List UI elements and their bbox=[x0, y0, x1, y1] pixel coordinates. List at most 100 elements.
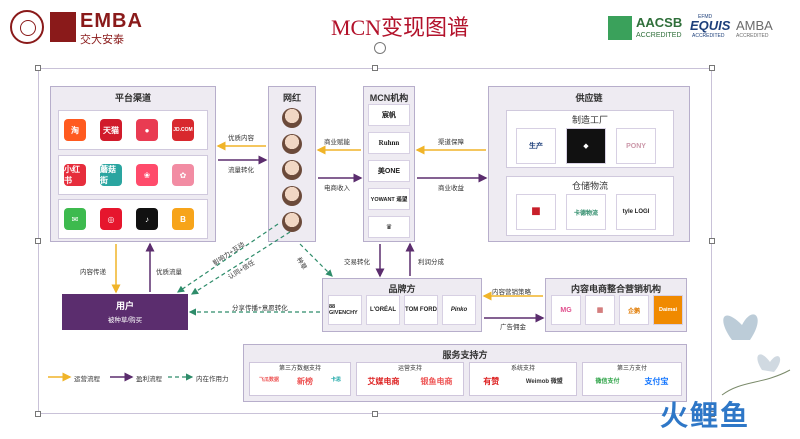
arrow-seeding bbox=[299, 243, 333, 277]
platform-app-icon: ♪ bbox=[136, 208, 158, 230]
legend-profit-label: 盈利流程 bbox=[136, 376, 162, 383]
service-card-pay-title: 第三方支付 bbox=[616, 366, 647, 372]
ecommerce-logo-1: MG bbox=[551, 295, 581, 325]
mcn-brand-2: Ruhnn bbox=[368, 132, 410, 154]
emba-logo-sub: 交大安泰 bbox=[80, 34, 124, 46]
logo-kasi: 卡思 bbox=[330, 377, 341, 383]
logo-aimei: 艾媒电商 bbox=[367, 377, 400, 386]
logo-feigua: 飞瓜数据 bbox=[258, 377, 279, 383]
platform-title: 平台渠道 bbox=[114, 93, 151, 103]
logistics-logo-3: tyle LOGI bbox=[616, 194, 656, 230]
label-quality-content: 优质内容 bbox=[228, 135, 254, 142]
logo-wechat-pay: 微信支付 bbox=[595, 379, 620, 385]
logo-yinyu: 银鱼电商 bbox=[420, 377, 453, 386]
platform-app-icon: JD.COM bbox=[172, 119, 194, 141]
logo-xinbang: 新榜 bbox=[296, 377, 313, 386]
platform-app-icon: 小红书 bbox=[64, 164, 86, 186]
legend-internal-label: 内在作用力 bbox=[196, 376, 229, 383]
equis-top: EFMD bbox=[698, 14, 713, 20]
service-card-system-title: 系统支持 bbox=[510, 366, 535, 372]
resize-handle-n[interactable] bbox=[372, 65, 378, 71]
user-sub: 被种草/购买 bbox=[107, 317, 143, 324]
brand-logo-2: L'ORÉAL bbox=[366, 295, 400, 325]
school-seal-icon bbox=[10, 10, 44, 44]
logo-weimob: Weimob 微盟 bbox=[525, 379, 563, 385]
label-share-seed: 分享传播+意愿转化 bbox=[232, 305, 288, 312]
resize-handle-e[interactable] bbox=[709, 238, 715, 244]
influencer-avatar-2 bbox=[282, 134, 302, 154]
service-card-pay: 第三方支付 微信支付 支付宝 bbox=[582, 362, 682, 396]
mcn-title: MCN机构 bbox=[369, 93, 409, 103]
influencer-avatar-3 bbox=[282, 160, 302, 180]
resize-handle-ne[interactable] bbox=[709, 65, 715, 71]
label-quality-traffic: 优质流量 bbox=[156, 269, 182, 276]
brand-logo-1: 88 GIVENCHY bbox=[328, 295, 362, 325]
logo-alipay: 支付宝 bbox=[644, 377, 669, 386]
platform-app-icon: ● bbox=[136, 119, 158, 141]
label-ad-fee: 广告佣金 bbox=[500, 324, 526, 331]
user-box: 用户 被种草/购买 bbox=[62, 294, 188, 330]
logistics-logo-1: ■ bbox=[516, 194, 556, 230]
factory-logo-3: PONY bbox=[616, 128, 656, 164]
influencer-avatar-4 bbox=[282, 186, 302, 206]
amba-logo: AMBA bbox=[736, 18, 773, 33]
brand-logo-4: Pinko bbox=[442, 295, 476, 325]
resize-handle-s[interactable] bbox=[372, 411, 378, 417]
service-card-system: 系统支持 有赞 Weimob 微盟 bbox=[469, 362, 577, 396]
legend-operate-label: 运营流程 bbox=[74, 376, 100, 383]
label-channel-guarantee: 渠道保障 bbox=[438, 139, 464, 146]
factory-logo-1: 生产 bbox=[516, 128, 556, 164]
label-content-marketing: 内容营销策略 bbox=[492, 289, 531, 296]
service-title: 服务支持方 bbox=[442, 350, 488, 360]
service-card-data-title: 第三方数据支持 bbox=[278, 366, 321, 372]
platform-app-icon: 天猫 bbox=[100, 119, 122, 141]
label-traffic-convert: 流量转化 bbox=[228, 167, 254, 174]
influencer-title: 网红 bbox=[282, 93, 301, 103]
user-title: 用户 bbox=[115, 301, 134, 311]
mcn-brand-3: 美ONE bbox=[368, 160, 410, 182]
mcn-brand-5: ♛ bbox=[368, 216, 410, 238]
label-ecommerce-income: 电商收入 bbox=[324, 185, 350, 192]
logo-youzan: 有赞 bbox=[483, 377, 500, 386]
service-card-data: 第三方数据支持 飞瓜数据 新榜 卡思 bbox=[249, 362, 351, 396]
watermark-text: 火鲤鱼 bbox=[660, 400, 751, 431]
label-trade-convert: 交易转化 bbox=[344, 259, 370, 266]
label-commercial-empower: 商业赋能 bbox=[324, 139, 350, 146]
platform-app-icon: B bbox=[172, 208, 194, 230]
resize-handle-nw[interactable] bbox=[35, 65, 41, 71]
arrow-influence bbox=[177, 223, 279, 293]
mcn-brand-4: YOWANT 遥望 bbox=[368, 188, 410, 210]
school-logo: EMBA 交大安泰 bbox=[10, 10, 150, 46]
equis-sub: ACCREDITED bbox=[692, 33, 725, 39]
brand-title: 品牌方 bbox=[388, 284, 416, 294]
page-title: MCN变现图谱 bbox=[330, 15, 470, 40]
aacsb-icon bbox=[608, 16, 632, 40]
influencer-avatar-5 bbox=[282, 212, 302, 232]
factory-title: 制造工厂 bbox=[571, 115, 608, 125]
service-card-operate: 运营支持 艾媒电商 银鱼电商 bbox=[356, 362, 464, 396]
logistics-title: 仓储物流 bbox=[571, 181, 608, 191]
supply-title: 供应链 bbox=[575, 93, 603, 103]
ecommerce-logo-2: ▦ bbox=[585, 295, 615, 325]
resize-handle-sw[interactable] bbox=[35, 411, 41, 417]
platform-app-icon: ◎ bbox=[100, 208, 122, 230]
platform-app-icon: 蘑菇街 bbox=[100, 164, 122, 186]
emba-logo-text: EMBA bbox=[80, 10, 143, 32]
label-profit-share: 利润分成 bbox=[418, 259, 444, 266]
label-content-delivery: 内容传递 bbox=[80, 269, 106, 276]
platform-app-icon: ❀ bbox=[136, 164, 158, 186]
arrow-trust bbox=[190, 231, 291, 295]
platform-app-icon: ✉ bbox=[64, 208, 86, 230]
rotate-handle-icon[interactable] bbox=[374, 42, 386, 54]
platform-app-icon: ✿ bbox=[172, 164, 194, 186]
equis-logo: EQUIS bbox=[690, 18, 731, 33]
resize-handle-se[interactable] bbox=[709, 411, 715, 417]
amba-sub: ACCREDITED bbox=[736, 33, 769, 39]
service-card-operate-title: 运营支持 bbox=[397, 366, 422, 372]
logistics-logo-2: 卡德物流 bbox=[566, 194, 606, 230]
butterfly-decoration-icon bbox=[721, 314, 791, 396]
resize-handle-w[interactable] bbox=[35, 238, 41, 244]
factory-logo-2: ◆ bbox=[566, 128, 606, 164]
